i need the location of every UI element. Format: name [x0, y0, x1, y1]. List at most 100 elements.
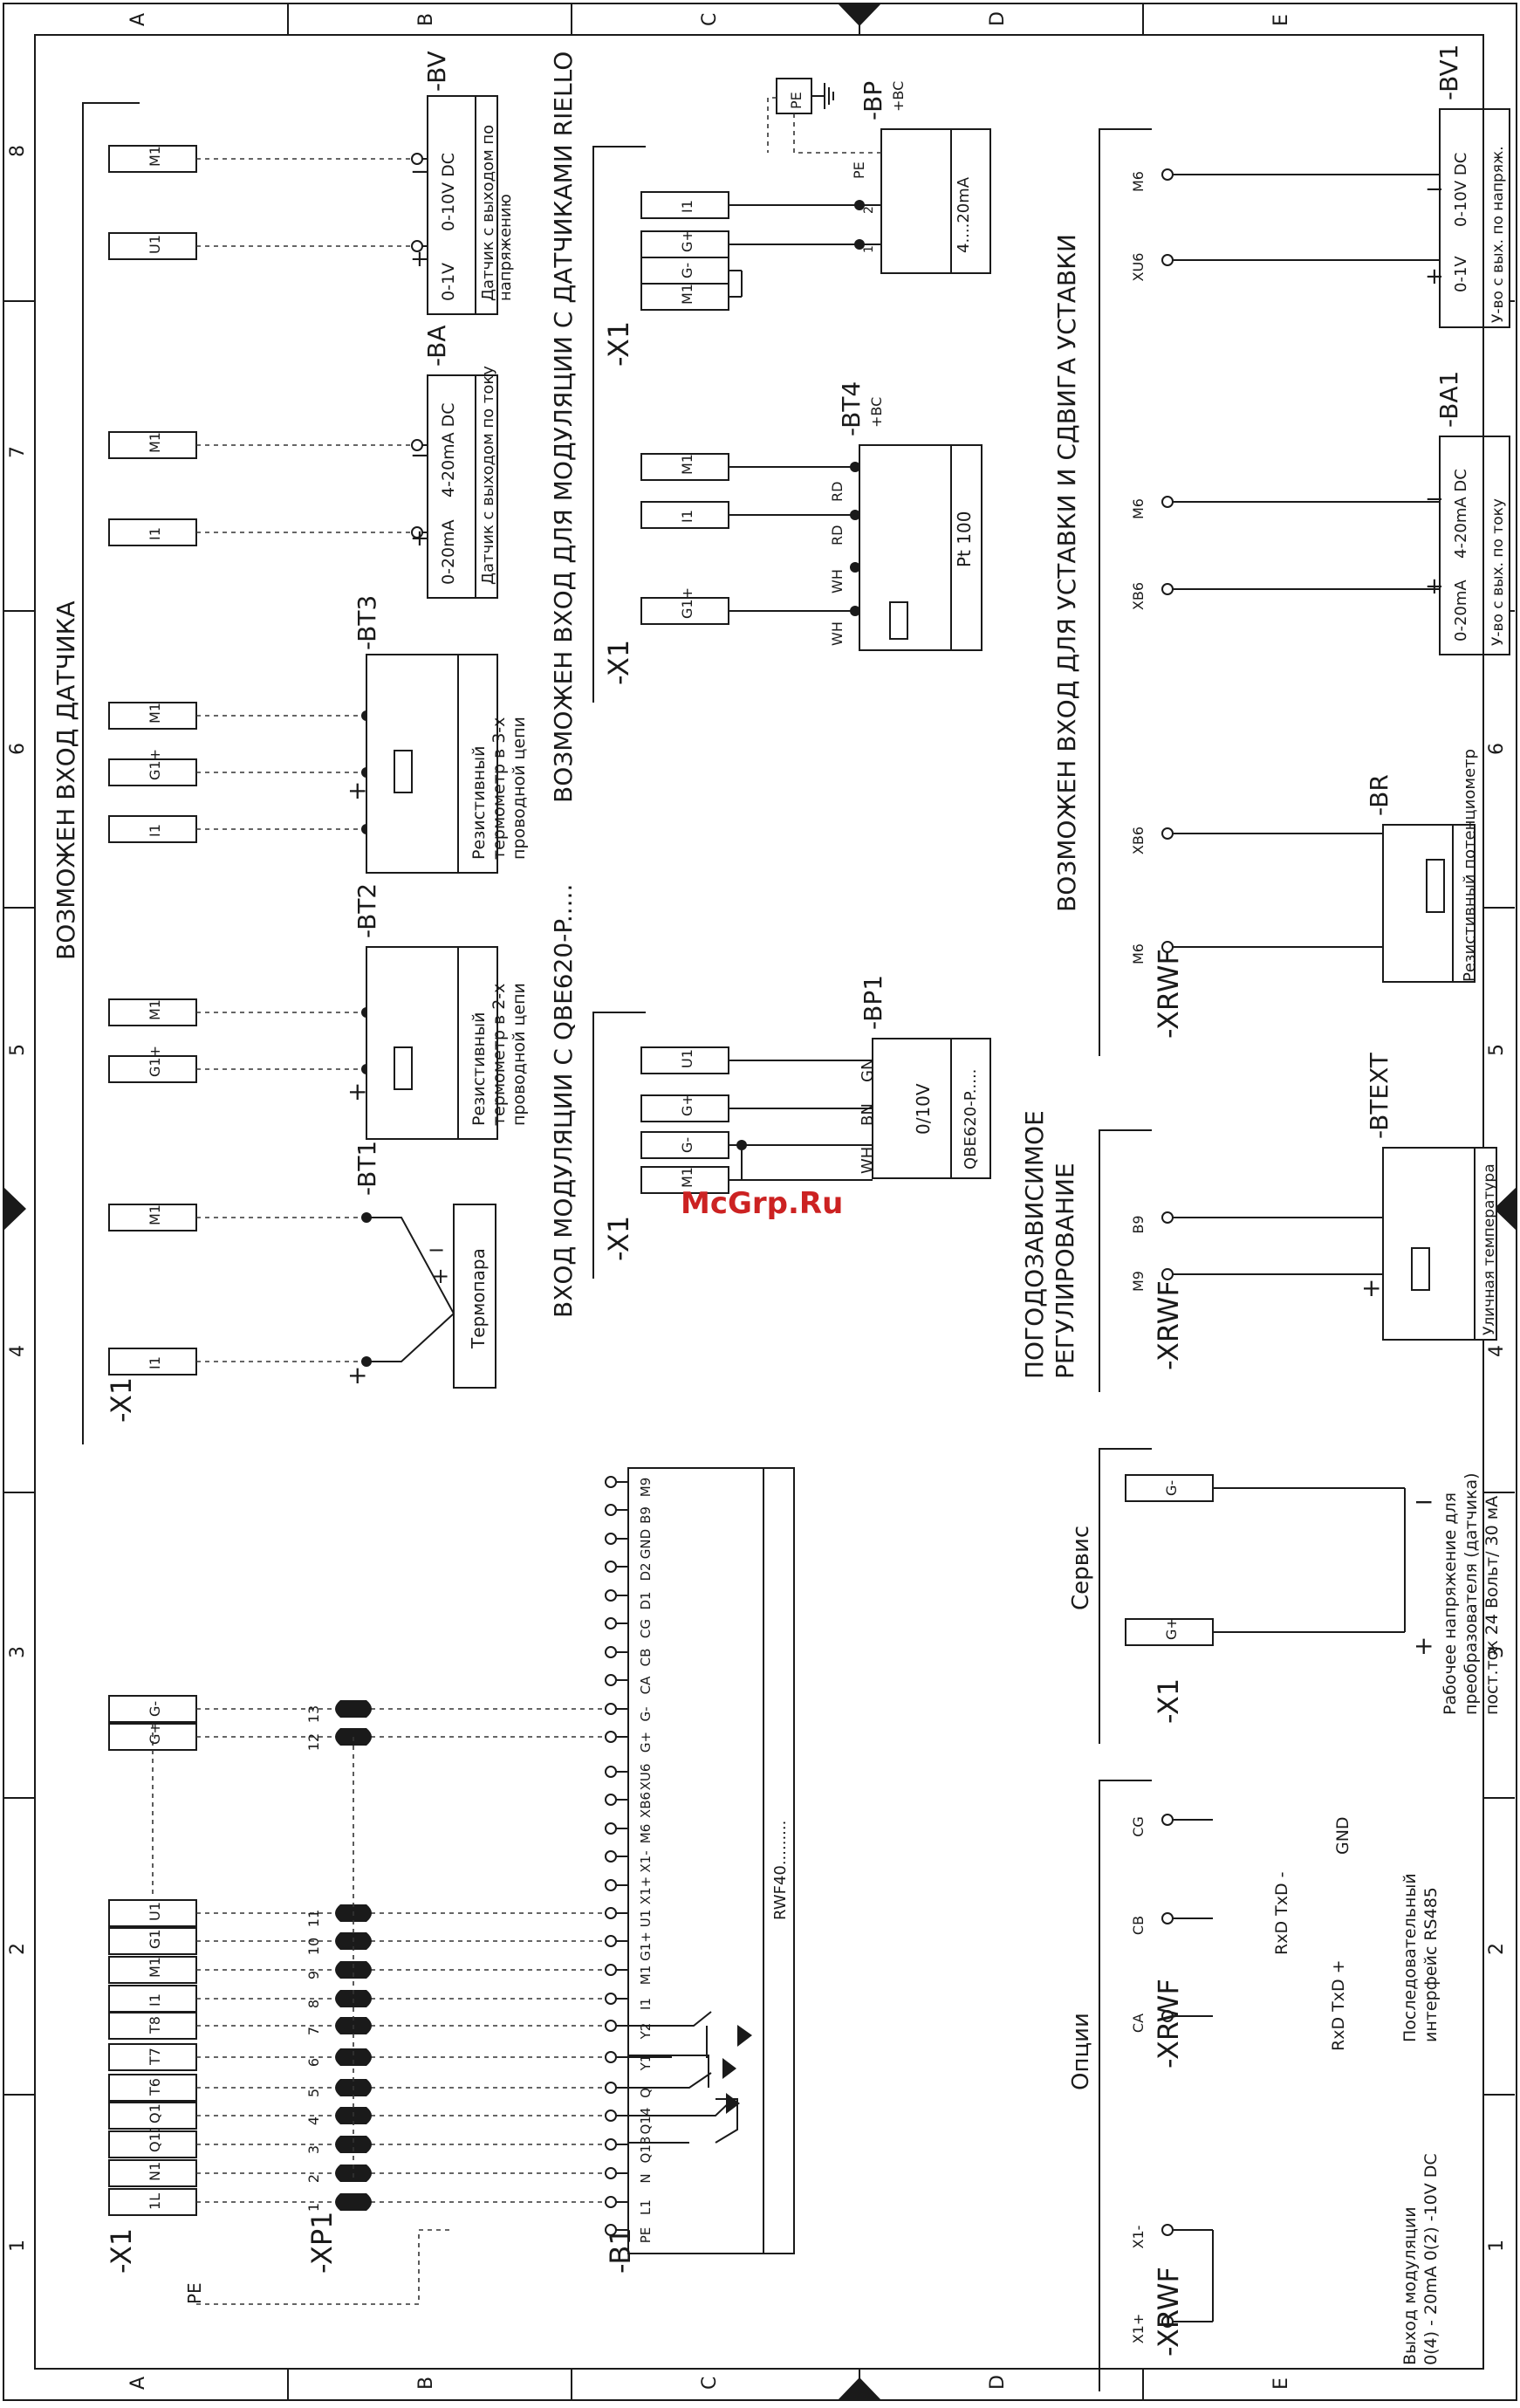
- rxd-plus-label: RxD TxD +: [1329, 1959, 1348, 2051]
- x1-qbe-label: -X1: [602, 1216, 635, 1261]
- rwf40-terminal-label: M1: [638, 1966, 654, 1986]
- x1-bp-terminal: G+: [640, 230, 729, 258]
- frame-col-label-right: 1: [1486, 2240, 1508, 2252]
- xp1-pin-number: 4: [305, 2116, 322, 2125]
- svg-text:-BV1: -BV1: [1434, 45, 1463, 100]
- svg-text:напряжению: напряжению: [496, 194, 515, 301]
- svg-text:Уличная температура: Уличная температура: [1481, 1163, 1498, 1335]
- svg-text:T8: T8: [147, 2016, 163, 2034]
- xrwf-bv1-terminal: XU6: [1130, 253, 1147, 282]
- frame-col-label-right: 5: [1486, 1044, 1508, 1056]
- svg-text:RD: RD: [829, 482, 846, 502]
- frame-col-label-left: 3: [7, 1646, 29, 1658]
- bv-voltage-sensor: 0-1V 0-10V DC Датчик с выходом по напряж…: [410, 51, 515, 315]
- rwf40-terminal-label: U1: [638, 1910, 654, 1928]
- svg-text:термометр в 2-х: термометр в 2-х: [490, 984, 509, 1126]
- xrwf-ba1-terminal: XB6: [1130, 582, 1147, 610]
- mod-out-note-1: Выход модуляции: [1400, 2206, 1420, 2365]
- svg-text:PE: PE: [788, 92, 805, 109]
- riello-bracket: [592, 146, 646, 703]
- service-minus: −: [1414, 1487, 1434, 1516]
- weather-bracket: [1099, 1129, 1152, 1392]
- x1-qbe-terminal: M1: [640, 1166, 729, 1194]
- rwf40-terminal-label: CA: [638, 1676, 654, 1694]
- svg-text:У-во с вых. по напряж.: У-во с вых. по напряж.: [1489, 146, 1507, 323]
- x1-sensor-terminal: M1: [108, 1204, 197, 1231]
- mod-out-note-2: 0(4) - 20mA 0(2) -10V DC: [1421, 2153, 1441, 2365]
- x1-main-terminal: U1: [108, 1899, 197, 1927]
- svg-text:T7: T7: [147, 2048, 163, 2066]
- riello-input-title: ВОЗМОЖЕН ВХОД ДЛЯ МОДУЛЯЦИИ С ДАТЧИКАМИ …: [549, 51, 578, 803]
- svg-text:-BP: -BP: [859, 81, 887, 120]
- options-bracket: [1099, 1780, 1152, 2391]
- rwf40-terminal-label: L1: [638, 2199, 654, 2215]
- service-title: Сервис: [1068, 1526, 1094, 1610]
- rwf40-terminal-label: B9: [638, 1506, 654, 1524]
- bt2-resistance-thermometer: Резистивный термометр в 2-х проводной це…: [347, 883, 529, 1140]
- qbe-bracket: [592, 1012, 646, 1279]
- svg-text:0-1V: 0-1V: [439, 263, 458, 301]
- rwf40-terminal-label: X1+: [638, 1876, 654, 1904]
- rwf40-terminal-label: Y1: [638, 2055, 654, 2072]
- x1-sensor-terminal: U1: [108, 232, 197, 260]
- svg-text:+: +: [347, 776, 367, 805]
- xrwf-options-mod-label: -XRWF: [1152, 2267, 1185, 2357]
- xp1-pin-number: 9: [305, 1971, 322, 1979]
- svg-text:Датчик с выходом по: Датчик с выходом по: [479, 125, 497, 301]
- svg-text:U1: U1: [147, 235, 163, 254]
- svg-text:проводной цепи: проводной цепи: [510, 983, 529, 1126]
- svg-text:G1+: G1+: [147, 1046, 163, 1077]
- svg-text:G+: G+: [1163, 1617, 1180, 1640]
- rwf40-terminal-label: I1: [638, 1998, 654, 2010]
- rwf40-terminal-label: N: [638, 2173, 654, 2183]
- svg-text:M1: M1: [147, 432, 163, 453]
- rwf40-terminal-label: Y2: [638, 2023, 654, 2041]
- x1-service-terminal: G+: [1125, 1617, 1214, 1646]
- svg-text:N1: N1: [147, 2162, 163, 2181]
- power-note-2: преобразователя (датчика): [1462, 1472, 1481, 1715]
- bp1-pressure-transmitter: 0/10V QBE620-P..... GN BN WH -BP1: [859, 975, 991, 1179]
- rwf40-terminal-label: G+: [638, 1732, 654, 1753]
- xp1-pin-number: 6: [305, 2058, 322, 2067]
- svg-text:BN: BN: [859, 1103, 877, 1126]
- svg-text:U1: U1: [679, 1049, 695, 1068]
- xrwf-br-terminal: XB6: [1130, 827, 1147, 854]
- xp1-pin-number: 7: [305, 2027, 322, 2035]
- svg-text:+BC: +BC: [890, 81, 907, 112]
- svg-text:+BC: +BC: [868, 397, 885, 428]
- svg-text:−: −: [1425, 176, 1444, 202]
- x1-bp-terminal: I1: [640, 191, 729, 219]
- svg-text:+: +: [432, 1264, 449, 1288]
- weather-title-1: ПОГОДОЗАВИСИМОЕ: [1020, 1110, 1049, 1379]
- x1-sensor-terminal: M1: [108, 702, 197, 730]
- frame-row-label-bottom: E: [1270, 2377, 1292, 2390]
- svg-text:M1: M1: [147, 1204, 163, 1225]
- svg-text:M1: M1: [679, 284, 695, 305]
- svg-text:проводной цепи: проводной цепи: [510, 717, 529, 860]
- frame-row-label-bottom: D: [987, 2375, 1009, 2390]
- x1-bp-terminal: G-: [640, 257, 729, 285]
- svg-text:+: +: [1425, 573, 1444, 600]
- svg-text:1: 1: [862, 245, 876, 253]
- frame-row-label-top: C: [699, 13, 721, 26]
- xp1-pin-number: 11: [305, 1910, 322, 1927]
- x1-main-terminal: T8: [108, 2012, 197, 2040]
- svg-text:термометр в 3-х: термометр в 3-х: [490, 717, 509, 860]
- bt3-resistance-thermometer: Резистивный термометр в 3-х проводной це…: [347, 595, 529, 874]
- frame-col-label-right: 3: [1486, 1646, 1508, 1658]
- svg-text:У-во с вых. по току: У-во с вых. по току: [1489, 498, 1507, 646]
- xrwf-weather-terminal: M9: [1130, 1271, 1147, 1292]
- rwf40-terminal-label: CB: [638, 1649, 654, 1667]
- x1-sensor-terminal: G1+: [108, 749, 197, 786]
- svg-text:-BA1: -BA1: [1434, 371, 1463, 428]
- svg-text:G+: G+: [679, 1094, 695, 1116]
- frame-col-label-left: 7: [7, 446, 29, 458]
- x1-sensor-terminal: G1+: [108, 1046, 197, 1083]
- bt1-thermocouple: Термопара + − + -BT1: [347, 1141, 496, 1389]
- svg-text:G-: G-: [679, 1137, 695, 1153]
- frame-row-label-top: A: [127, 13, 149, 26]
- frame-row-label-top: E: [1270, 14, 1292, 26]
- x1-main-terminal: M1: [108, 1956, 197, 1984]
